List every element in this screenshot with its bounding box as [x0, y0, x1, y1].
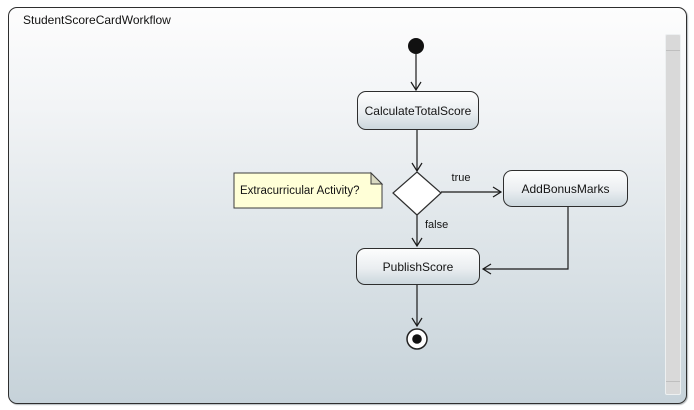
edge-guard-false: false [425, 219, 449, 231]
activity-node-label: CalculateTotalScore [364, 103, 472, 118]
edge-guard-true: true [451, 172, 471, 184]
decision-diamond[interactable] [392, 171, 442, 216]
arrowhead-down-icon [410, 81, 422, 92]
scrollbar-up-button[interactable] [666, 35, 680, 51]
activity-node-add-bonus-marks[interactable]: AddBonusMarks [503, 170, 628, 207]
scrollbar-down-button[interactable] [666, 381, 680, 394]
arrowhead-left-icon [481, 263, 492, 275]
arrowhead-down-icon [411, 237, 423, 248]
activity-node-publish-score[interactable]: PublishScore [356, 248, 480, 285]
edge-false-to-publish[interactable] [411, 215, 423, 248]
initial-node[interactable] [408, 38, 424, 54]
final-node-dot-icon [412, 334, 422, 344]
activity-node-label: AddBonusMarks [521, 181, 610, 196]
note-fold-icon [370, 171, 384, 185]
edge-calculate-to-decision[interactable] [411, 130, 423, 173]
edge-addbonus-to-publish[interactable] [481, 207, 569, 275]
note-text: Extracurricular Activity? [240, 184, 360, 197]
edge-publish-to-final[interactable] [411, 285, 423, 328]
arrowhead-right-icon [492, 186, 503, 198]
vertical-scrollbar[interactable] [665, 34, 681, 395]
activity-node-label: PublishScore [382, 259, 454, 274]
activity-node-calculate-total-score[interactable]: CalculateTotalScore [357, 91, 479, 130]
edge-initial-to-calculate[interactable] [410, 54, 422, 92]
final-node[interactable] [406, 328, 428, 350]
note-shape[interactable] [233, 172, 383, 209]
arrowhead-down-icon [411, 317, 423, 328]
arrowhead-down-icon [411, 162, 423, 173]
edge-true-to-addbonus[interactable] [441, 186, 503, 198]
workflow-title: StudentScoreCardWorkflow [23, 13, 171, 27]
scrollbar-thumb[interactable] [666, 51, 680, 381]
